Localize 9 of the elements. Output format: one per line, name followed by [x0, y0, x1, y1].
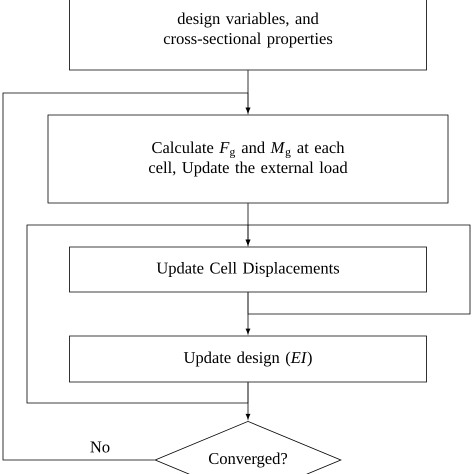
arrow — [246, 382, 250, 420]
process-box: design variables, and cross-sectional properties — [69, 0, 427, 70]
process-box: Calculate F$_{g}$ and M$_{g}$ at each cell, Update the external load — [48, 114, 448, 204]
arrow — [26, 224, 250, 404]
edge-label: No — [88, 440, 112, 454]
process-box: Update design (EI) — [69, 336, 427, 382]
arrow — [2, 92, 250, 460]
arrow — [246, 224, 470, 314]
process-box: Update Cell Displacements — [69, 246, 427, 292]
